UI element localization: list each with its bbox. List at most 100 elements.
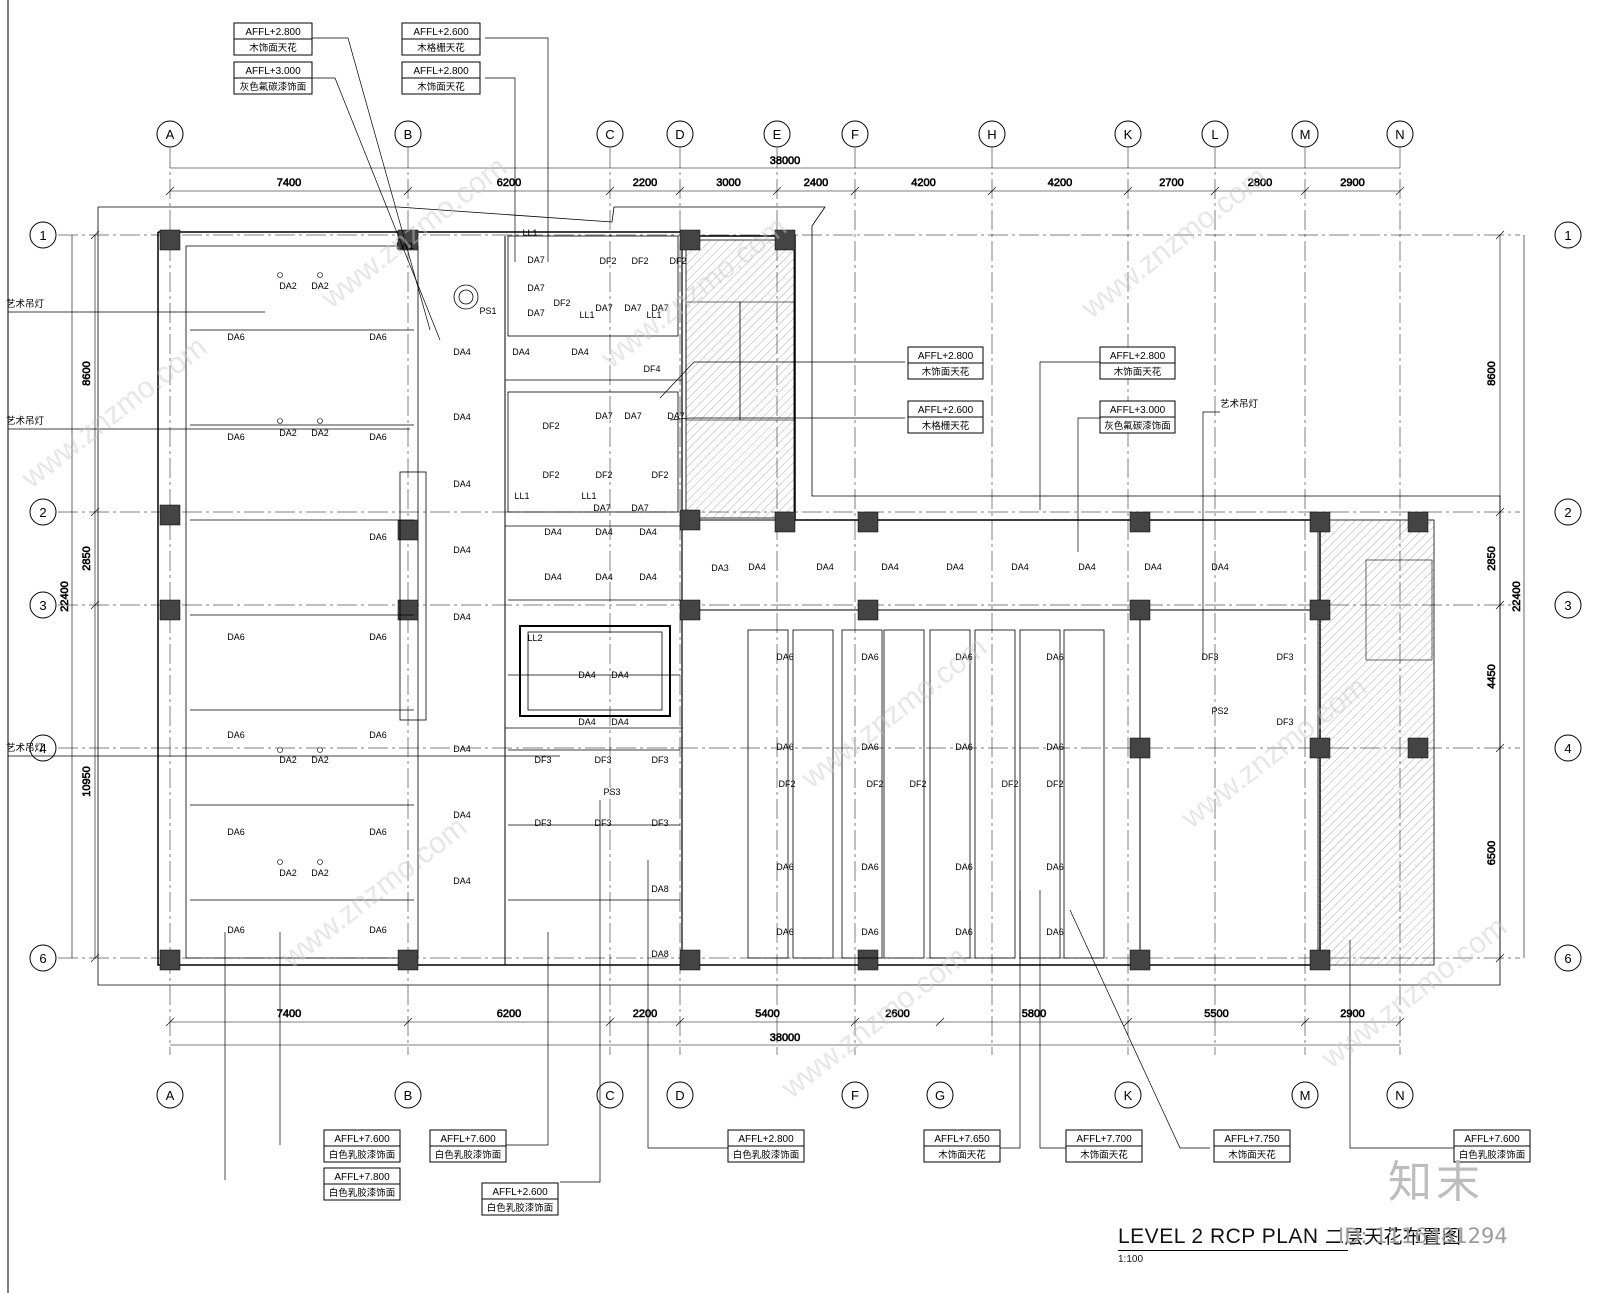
tag-material-box [727,1145,805,1163]
fixture-code-df2: DF2 [778,779,795,789]
tag-material-box [907,362,984,380]
ceiling-strip [1063,629,1105,959]
fixture-code-da6: DA6 [227,827,245,837]
fixture-code-df3: DF3 [651,755,668,765]
grid-bubble [1386,120,1414,148]
fixture-code-da4: DA4 [611,717,629,727]
ceiling-strip [792,629,834,959]
dim-tick [1123,186,1133,196]
grid-bubble [29,221,57,249]
tag-material-box [1099,362,1176,380]
dim-value: 5400 [755,1008,779,1020]
watermark-url: www.znzmo.com [315,150,513,315]
dim-value: 2850 [1486,546,1498,570]
dim-total: 38000 [770,155,801,167]
fixture-code-da6: DA6 [227,332,245,342]
column [857,599,879,621]
grid-bubble-label: C [605,127,614,142]
fixture-code-da6: DA6 [861,742,879,752]
fixture-code-da2: DA2 [279,428,297,438]
tag-level: AFFL+3.000 [245,66,301,77]
tag-material: 白色乳胶漆饰面 [329,1187,396,1199]
tag-level: AFFL+7.700 [1076,1134,1132,1145]
downlight [277,859,283,865]
tag-material-box [233,77,313,95]
column [679,949,701,971]
grid-bubble [1554,498,1582,526]
dim-tick [90,600,100,610]
fixture-code-da2: DA2 [311,755,329,765]
tag-material-box [323,1145,401,1163]
dim-tick [1395,1017,1405,1027]
column [1309,599,1331,621]
column [857,511,879,533]
column [1407,737,1429,759]
dim-value: 2900 [1340,1008,1364,1020]
downlight [317,859,323,865]
grid-bubble [841,120,869,148]
fixture-code-da6: DA6 [955,862,973,872]
grid-bubble-label: 6 [39,951,46,966]
tag-level: AFFL+2.800 [918,351,974,362]
fixture-code-da4: DA4 [453,545,471,555]
grid-bubble-label: L [1211,127,1218,142]
fixture-code-da4: DA4 [595,527,613,537]
tag-material: 白色乳胶漆饰面 [487,1202,554,1214]
fixture-code-da6: DA6 [369,432,387,442]
dim-value: 4450 [1486,664,1498,688]
grid-bubble-label: 6 [1564,951,1571,966]
grid-bubble-label: 3 [1564,598,1571,613]
pendant-callout: 艺术吊灯 [6,415,45,427]
fixture-code-ll1: LL1 [646,310,661,320]
grid-bubble-label: N [1395,1088,1404,1103]
dim-total: 22400 [59,581,71,612]
fixture-code-da6: DA6 [776,652,794,662]
grid-bubble-label: 1 [1564,228,1571,243]
grid-bubble [156,120,184,148]
dim-tick [403,186,413,196]
ceiling-strip [929,629,971,959]
downlight [317,272,323,278]
column [159,229,181,251]
tag-material-box [923,1145,1001,1163]
grid-bubble [763,120,791,148]
fixture-code-da7: DA7 [595,411,613,421]
column [159,949,181,971]
leader-line [485,37,549,262]
dim-tick [90,230,100,240]
dim-value: 10950 [81,766,93,797]
tag-material-box [907,416,984,434]
dim-value: 7400 [277,1008,301,1020]
fixture-code-da6: DA6 [227,632,245,642]
fixture-code-df3: DF3 [1276,717,1293,727]
fixture-code-da6: DA6 [369,632,387,642]
column [1407,511,1429,533]
grid-bubble-label: G [935,1088,945,1103]
tag-level: AFFL+7.800 [334,1172,390,1183]
dim-tick [605,186,615,196]
fixture-code-df2: DF2 [909,779,926,789]
leader-line [305,37,431,331]
watermark-url: www.znzmo.com [15,330,213,495]
grid-bubble [1554,734,1582,762]
fixture-code-df2: DF2 [669,256,686,266]
column [857,949,879,971]
grid-bubble [29,944,57,972]
fixture-code-da6: DA6 [861,652,879,662]
grid-bubble [666,1081,694,1109]
column [774,511,796,533]
grid-bubble [156,1081,184,1109]
fixture-code-da6: DA6 [227,925,245,935]
column [1309,949,1331,971]
dim-tick [165,186,175,196]
fixture-code-da6: DA6 [776,742,794,752]
fixture-code-da6: DA6 [1046,652,1064,662]
dim-value: 4200 [1048,177,1072,189]
grid-bubble [394,120,422,148]
downlight [317,747,323,753]
dim-tick [90,953,100,963]
column [397,949,419,971]
fixture-code-da6: DA6 [861,862,879,872]
fixture-code-da4: DA4 [453,876,471,886]
